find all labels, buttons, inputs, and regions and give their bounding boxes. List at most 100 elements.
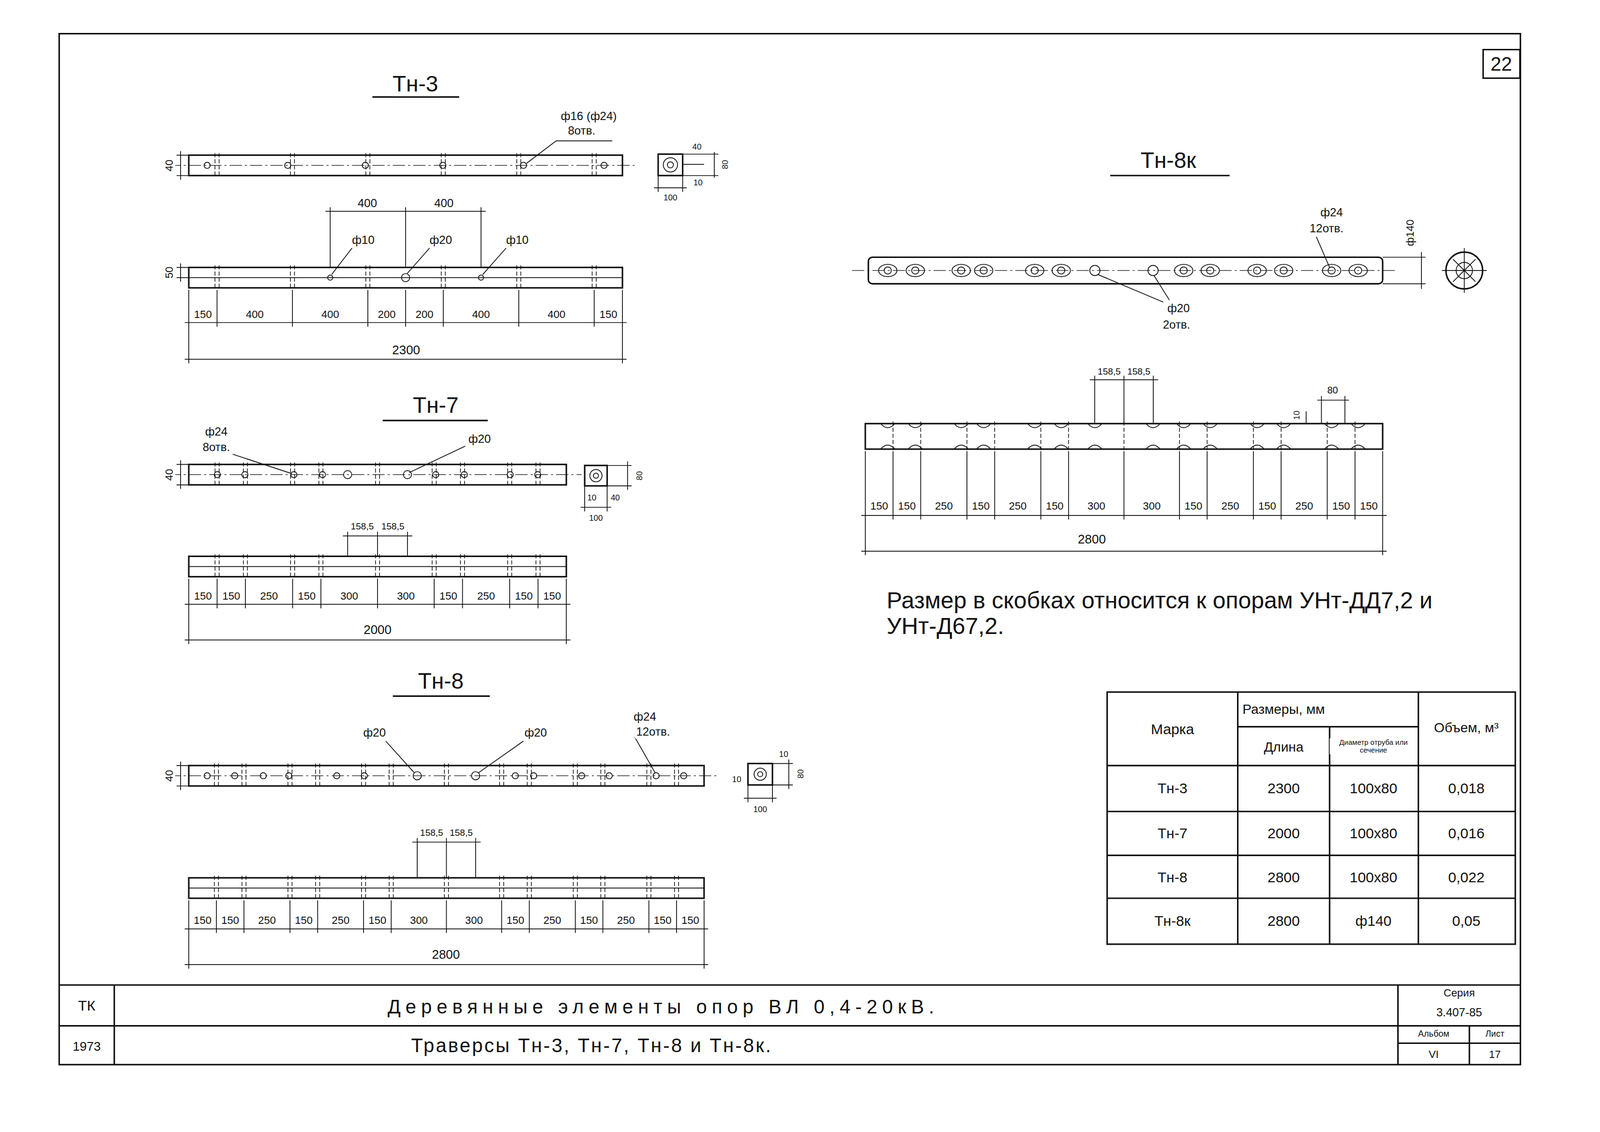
drawing-label: 40 [609, 493, 621, 503]
crossarm-tn8-line [392, 695, 490, 697]
drawing-label: 250 [616, 914, 636, 927]
drawing-label: 150 [438, 590, 459, 603]
crossarm-tn3-line [214, 265, 597, 290]
crossarm-tn3-line [176, 263, 189, 282]
drawing-label: 80 [796, 768, 806, 780]
crossarm-tn7-line-line [432, 471, 439, 478]
crossarm-tn7 [168, 420, 632, 645]
drawing-label: 40 [691, 142, 703, 152]
drawing-label: Тн-3 [1156, 780, 1189, 797]
crossarm-tn3-line [372, 96, 460, 98]
crossarm-tn8-line-line [231, 772, 239, 780]
crossarm-tn3-line-line [362, 162, 369, 169]
drawing-label: 40 [163, 467, 176, 482]
drawing-label: 2300 [391, 343, 422, 358]
drawing-label: 150 [367, 914, 388, 927]
crossarm-tn8k-line-line [1201, 264, 1220, 277]
drawing-label: ф10 [505, 233, 530, 246]
crossarm-tn7-line [188, 566, 567, 568]
drawing-label: 300 [464, 914, 484, 927]
crossarm-tn3-line [663, 157, 678, 173]
drawing-label: Диаметр отруба или сечение [1329, 738, 1418, 755]
crossarm-tn8-line-line [333, 772, 340, 780]
drawing-label: 150 [1358, 500, 1379, 513]
crossarm-tn3-line [325, 207, 486, 268]
page-number: 22 [1483, 53, 1520, 75]
drawing-label: 250 [476, 590, 497, 603]
drawing-label: 250 [256, 914, 277, 927]
crossarm-tn7-line-line [290, 471, 298, 478]
crossarm-tn7-line [188, 556, 567, 577]
crossarm-tn8k-line-line [951, 264, 971, 277]
drawing-label: 150 [1257, 500, 1278, 513]
drawing-label: 150 [1183, 500, 1204, 513]
drawing-label: 300 [395, 590, 416, 603]
drawing-label: 80 [635, 469, 645, 482]
crossarm-tn3-line-line [601, 162, 608, 169]
crossarm-tn8k-line [1306, 395, 1350, 424]
crossarm-tn8k-line-line [1253, 267, 1261, 275]
crossarm-tn7-line [593, 473, 599, 479]
drawing-label: 100 [752, 804, 769, 815]
crossarm-tn8k-line-line [1248, 264, 1267, 277]
crossarm-tn8 [168, 695, 793, 969]
drawing-label: 150 [579, 914, 600, 927]
drawing-label: Объем, м³ [1424, 720, 1509, 736]
crossarm-tn7-line [214, 462, 541, 487]
drawing-label: 400 [320, 308, 341, 321]
crossarm-tn8k-line-line [980, 267, 988, 275]
drawing-label: 0,022 [1447, 868, 1486, 885]
spec-table [1107, 692, 1516, 945]
drawing-label: 10 [692, 178, 704, 188]
crossarm-tn3-line [478, 274, 484, 281]
drawing-label: ф140 [1354, 912, 1393, 929]
crossarm-tn8-line [188, 877, 705, 899]
drawing-label: 150 [193, 308, 213, 321]
drawing-label: 10 [731, 775, 743, 785]
crossarm-tn8k-line-line [1052, 264, 1071, 277]
crossarm-tn8k-line-line [1354, 267, 1362, 275]
crossarm-tn3-line [168, 165, 638, 166]
drawing-label: 400 [356, 196, 378, 210]
drawing-label: 50 [163, 265, 176, 280]
crossarm-tn8-line-line [285, 772, 292, 780]
drawing-label: 2800 [1266, 868, 1301, 885]
crossarm-tn3-line [653, 151, 719, 192]
drawing-label: 12отв. [1308, 222, 1345, 235]
drawing-label: 158,5 [349, 521, 376, 532]
drawing-label: 0,016 [1447, 825, 1486, 842]
drawing-label: 80 [721, 158, 731, 170]
drawing-label: Лист [1484, 1029, 1506, 1040]
drawing-label: 100x80 [1348, 780, 1399, 797]
crossarm-tn8k-line [892, 421, 1355, 452]
crossarm-tn3-line [658, 153, 683, 176]
crossarm-tn7-line [584, 465, 607, 486]
drawing-label: Тн-3 [391, 71, 439, 97]
drawing-label: Альбом [1417, 1029, 1451, 1040]
drawing-label: Размеры, мм [1241, 701, 1326, 717]
drawing-label: 10 [1292, 409, 1302, 422]
drawing-label: Тн-8к [1153, 912, 1192, 929]
drawing-label: 2800 [430, 947, 461, 962]
crossarm-tn8-line [204, 771, 687, 780]
drawing-label: ф24 [632, 709, 657, 723]
drawing-label: 0,018 [1447, 780, 1486, 797]
drawing-label: 12отв. [634, 725, 671, 739]
drawing-label: ф20 [467, 432, 492, 446]
crossarm-tn8k-line [1089, 375, 1159, 424]
crossarm-tn8k-line [861, 451, 1388, 556]
crossarm-tn8k-line-line [1025, 264, 1044, 277]
drawing-label: 2300 [1266, 780, 1301, 797]
drawing-label: 8отв. [201, 440, 232, 454]
drawing-label: 2000 [362, 622, 393, 637]
crossarm-tn3-line-line [204, 162, 211, 169]
crossarm-tn8-line [757, 771, 764, 777]
crossarm-tn8-line [754, 768, 767, 781]
drawing-label: 100x80 [1348, 825, 1399, 842]
drawing-label: 400 [471, 308, 492, 321]
crossarm-tn3-line [188, 277, 623, 279]
drawing-label: 10 [586, 493, 598, 503]
crossarm-tn8k-line-line [1057, 267, 1065, 275]
crossarm-tn7-line [184, 578, 571, 645]
